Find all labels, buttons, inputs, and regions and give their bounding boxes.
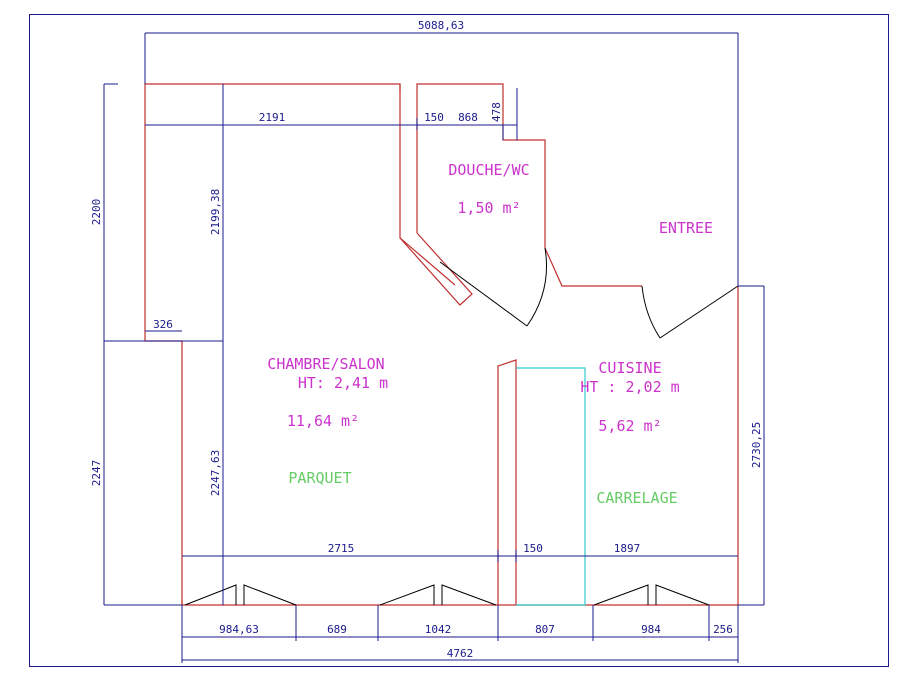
dim-seg-6: 256 <box>713 623 733 636</box>
cuisine-floor: CARRELAGE <box>596 489 677 507</box>
window-markers <box>184 584 710 606</box>
entree-door <box>641 285 739 339</box>
dimension-labels: 5088,63 2191 150 868 478 2200 2199,38 32… <box>90 19 763 660</box>
dim-seg-4: 807 <box>535 623 555 636</box>
dim-bottom-small: 150 <box>523 542 543 555</box>
dim-seg-2: 689 <box>327 623 347 636</box>
dimension-lines <box>103 32 765 663</box>
walls <box>144 83 739 606</box>
dim-seg-1: 984,63 <box>219 623 259 636</box>
douche-door <box>439 247 548 327</box>
dim-left-height-lower: 2247 <box>90 460 103 487</box>
dim-right-height: 2730,25 <box>750 422 763 468</box>
cuisine-area: 5,62 m² <box>598 417 661 435</box>
dim-overall-top: 5088,63 <box>418 19 464 32</box>
chambre-floor: PARQUET <box>288 469 351 487</box>
chambre-area: 11,64 m² <box>287 412 359 430</box>
dim-left-height-upper: 2200 <box>90 199 103 226</box>
drawing-frame <box>29 14 889 667</box>
dim-chambre-width: 2191 <box>259 111 286 124</box>
douche-area: 1,50 m² <box>457 199 520 217</box>
dim-bottom-chambre: 2715 <box>328 542 355 555</box>
dim-seg-3: 1042 <box>425 623 452 636</box>
chambre-height: HT: 2,41 m <box>298 374 388 392</box>
dim-bottom-cuisine: 1897 <box>614 542 641 555</box>
dim-small-2: 478 <box>490 102 503 122</box>
tile-area-outline <box>516 367 586 606</box>
dim-seg-5: 984 <box>641 623 661 636</box>
dim-step: 326 <box>153 318 173 331</box>
dim-inner-height-lower: 2247,63 <box>209 450 222 496</box>
room-labels: DOUCHE/WC 1,50 m² ENTREE CHAMBRE/SALON H… <box>267 161 713 507</box>
entree-name: ENTREE <box>659 219 713 237</box>
dim-overall-bottom: 4762 <box>447 647 474 660</box>
dim-douche-width: 868 <box>458 111 478 124</box>
douche-name: DOUCHE/WC <box>448 161 529 179</box>
cuisine-name: CUISINE <box>598 359 661 377</box>
chambre-name: CHAMBRE/SALON <box>267 355 384 373</box>
doors <box>184 247 739 606</box>
dim-inner-height-upper: 2199,38 <box>209 189 222 235</box>
dim-small-1: 150 <box>424 111 444 124</box>
cuisine-height: HT : 2,02 m <box>580 378 679 396</box>
